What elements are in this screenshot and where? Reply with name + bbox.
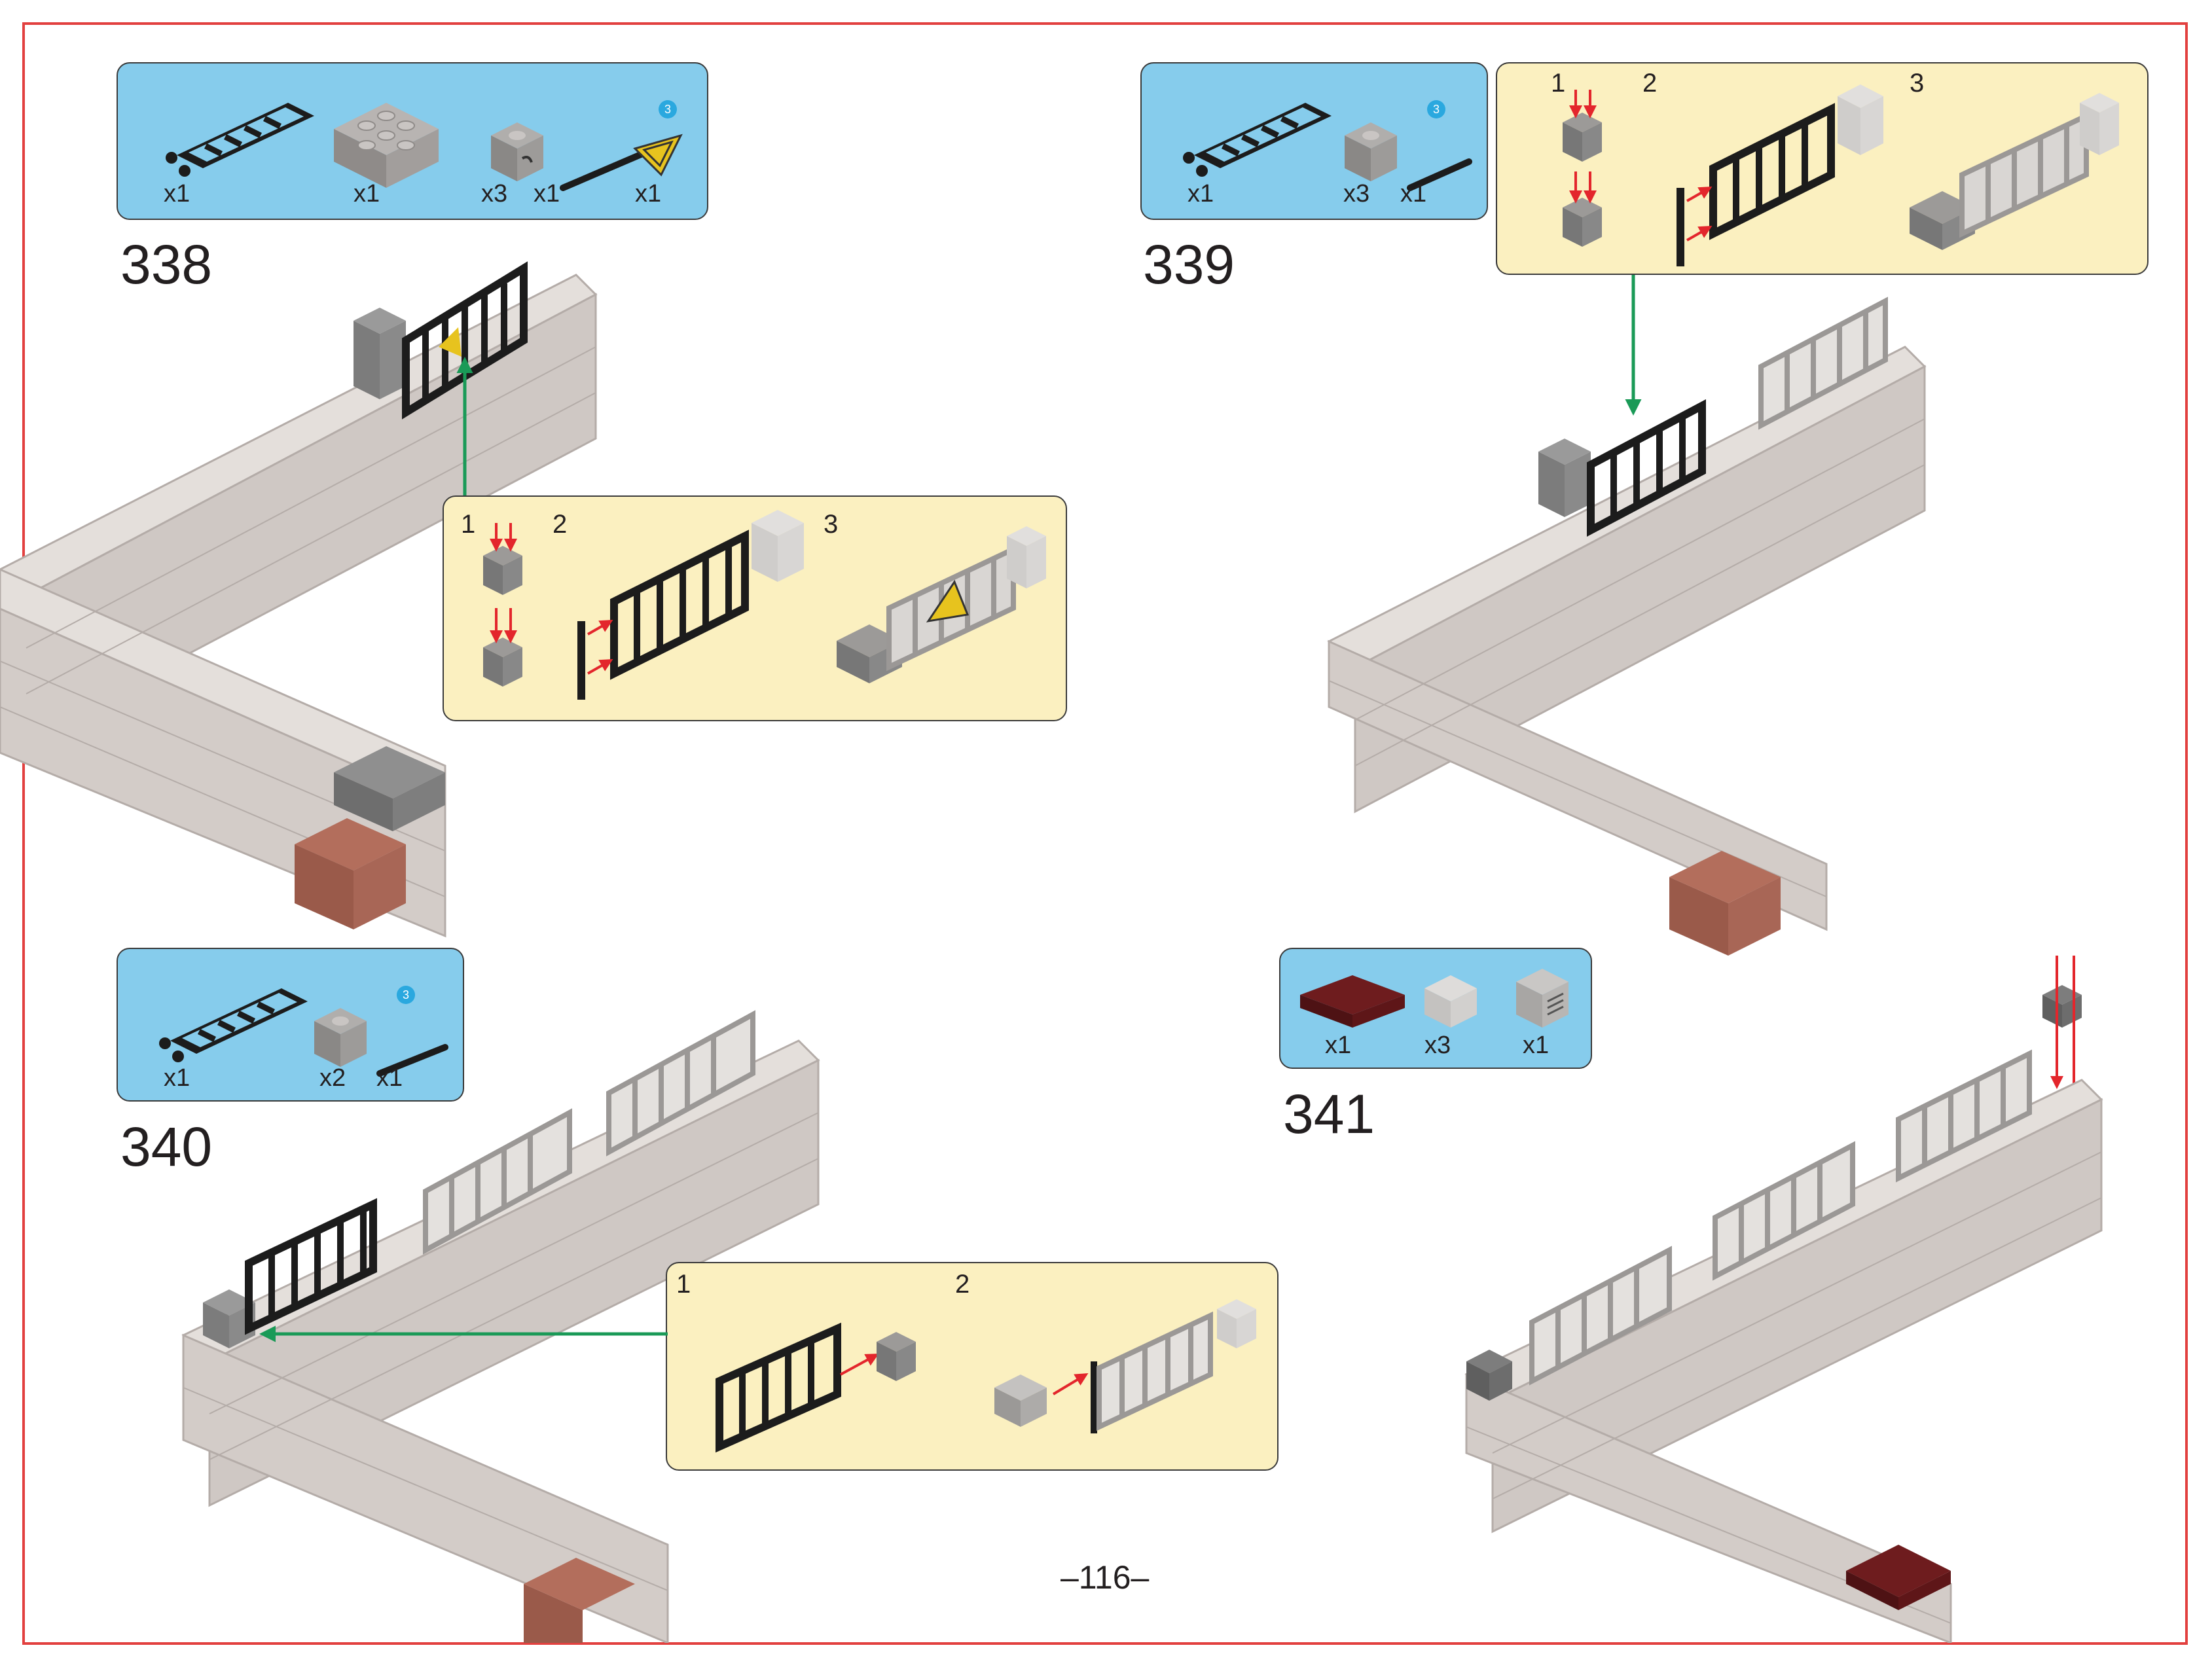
- plate-icon: [1300, 975, 1405, 1028]
- warning-tile-icon: [633, 134, 683, 177]
- part-qty: x1: [376, 1064, 403, 1092]
- part-qty: x1: [534, 180, 560, 207]
- parts-panel-341: x1 x3 x1: [1279, 948, 1592, 1069]
- part-qty: x1: [1400, 180, 1427, 207]
- clip-brick-icon: [1345, 122, 1397, 181]
- wall-assembly-341: [1464, 956, 2103, 1643]
- svg-text:3: 3: [1433, 103, 1440, 116]
- substep-number: 2: [955, 1270, 970, 1299]
- part-qty: x1: [1188, 180, 1214, 207]
- substep-number: 3: [824, 510, 839, 539]
- bar-icon: 3: [1407, 100, 1472, 191]
- substep-number: 1: [461, 510, 476, 539]
- parts-illustrations-340: 3: [159, 986, 448, 1077]
- part-qty: x1: [164, 1064, 190, 1092]
- gate-post-bricks: [1538, 439, 1591, 517]
- part-qty: x2: [319, 1064, 346, 1092]
- substep-number: 1: [676, 1270, 691, 1299]
- brick-2x4-icon: [334, 103, 439, 188]
- part-qty: x3: [481, 180, 508, 207]
- placement-arrow: [259, 1325, 668, 1342]
- substep-number: 1: [1551, 69, 1566, 98]
- wall-assembly-339: [1327, 275, 1927, 956]
- step-number-338: 338: [120, 234, 213, 295]
- substep-number: 2: [1642, 69, 1658, 98]
- svg-text:3: 3: [403, 988, 409, 1001]
- parts-panel-339: 3 x1 x3 x1: [1140, 62, 1488, 220]
- bar-icon: 3: [376, 986, 448, 1077]
- parts-illustrations-341: [1300, 969, 1568, 1028]
- step-number-340: 340: [120, 1116, 213, 1177]
- gray-fence: [423, 1010, 755, 1255]
- part-qty: x1: [635, 180, 662, 207]
- grille-brick-icon: [1516, 969, 1568, 1028]
- gate-with-bar: [1677, 84, 1883, 266]
- gate-post-bricks: [1466, 1350, 1512, 1401]
- step-number-339: 339: [1143, 234, 1235, 295]
- substep-number: 3: [1910, 69, 1925, 98]
- dark-red-plate: [1846, 1545, 1951, 1610]
- fence-gate-icon: [159, 988, 308, 1062]
- gray-fence-assembled: [1910, 93, 2119, 250]
- page-number: –116–: [1061, 1559, 1150, 1596]
- gate-post-bricks: [354, 308, 406, 399]
- svg-text:3: 3: [664, 103, 671, 116]
- subassembly-panel-340: 1 2: [666, 1262, 1278, 1471]
- gray-fence: [1758, 296, 1888, 430]
- gray-fence: [1529, 1049, 2032, 1386]
- step-number-341: 341: [1283, 1083, 1375, 1145]
- part-qty: x3: [1424, 1032, 1451, 1059]
- light-brick-icon: [1424, 975, 1477, 1028]
- clip-brick-stack: [1563, 90, 1602, 247]
- part-qty: x1: [1523, 1032, 1550, 1059]
- black-gate: [245, 1198, 377, 1335]
- clip-brick-stack: [483, 523, 522, 687]
- part-qty: x1: [354, 180, 380, 207]
- part-qty: x3: [1343, 180, 1370, 207]
- brown-tile-block: [1669, 851, 1781, 956]
- gate-with-clip-brick: [716, 1322, 916, 1453]
- wall-assembly-338: [0, 261, 598, 938]
- gate-with-bar: [577, 510, 804, 700]
- parts-panel-340: 3 x1 x2 x1: [117, 948, 464, 1102]
- wall-assembly-340: [181, 1010, 820, 1643]
- fence-gate-icon: [1183, 103, 1332, 177]
- parts-panel-338: 3 x1 x1 x3 x1 x1: [117, 62, 708, 220]
- parts-illustrations-338: 3: [166, 100, 683, 191]
- parts-illustrations-339: 3: [1183, 100, 1472, 191]
- subassembly-panel-338: 1 2 3: [443, 495, 1067, 721]
- part-qty: x1: [164, 180, 190, 207]
- subassembly-illustration-340: [716, 1299, 1256, 1453]
- fence-gate-icon: [166, 103, 314, 177]
- brown-tile-block: [295, 818, 406, 929]
- substep-number: 2: [553, 510, 568, 539]
- gray-fence-assembled: [837, 526, 1046, 683]
- gray-fence-with-bar: [994, 1299, 1256, 1433]
- page-border: [22, 22, 2188, 1645]
- clip-brick-icon: [314, 1008, 367, 1067]
- part-qty: x1: [1325, 1032, 1352, 1059]
- corner-gray-brick: [334, 746, 445, 831]
- subassembly-illustration-338: [483, 510, 1046, 700]
- brown-tile-block: [524, 1558, 635, 1643]
- bar-icon: 3: [560, 100, 677, 191]
- subassembly-panel-339: 1 2 3: [1496, 62, 2149, 275]
- subassembly-illustration-339: [1563, 84, 2119, 266]
- clip-brick-icon: [491, 122, 543, 181]
- grille-brick-drop: [2042, 956, 2082, 1102]
- black-gate: [1587, 399, 1706, 537]
- wall-structure: [1327, 346, 1927, 931]
